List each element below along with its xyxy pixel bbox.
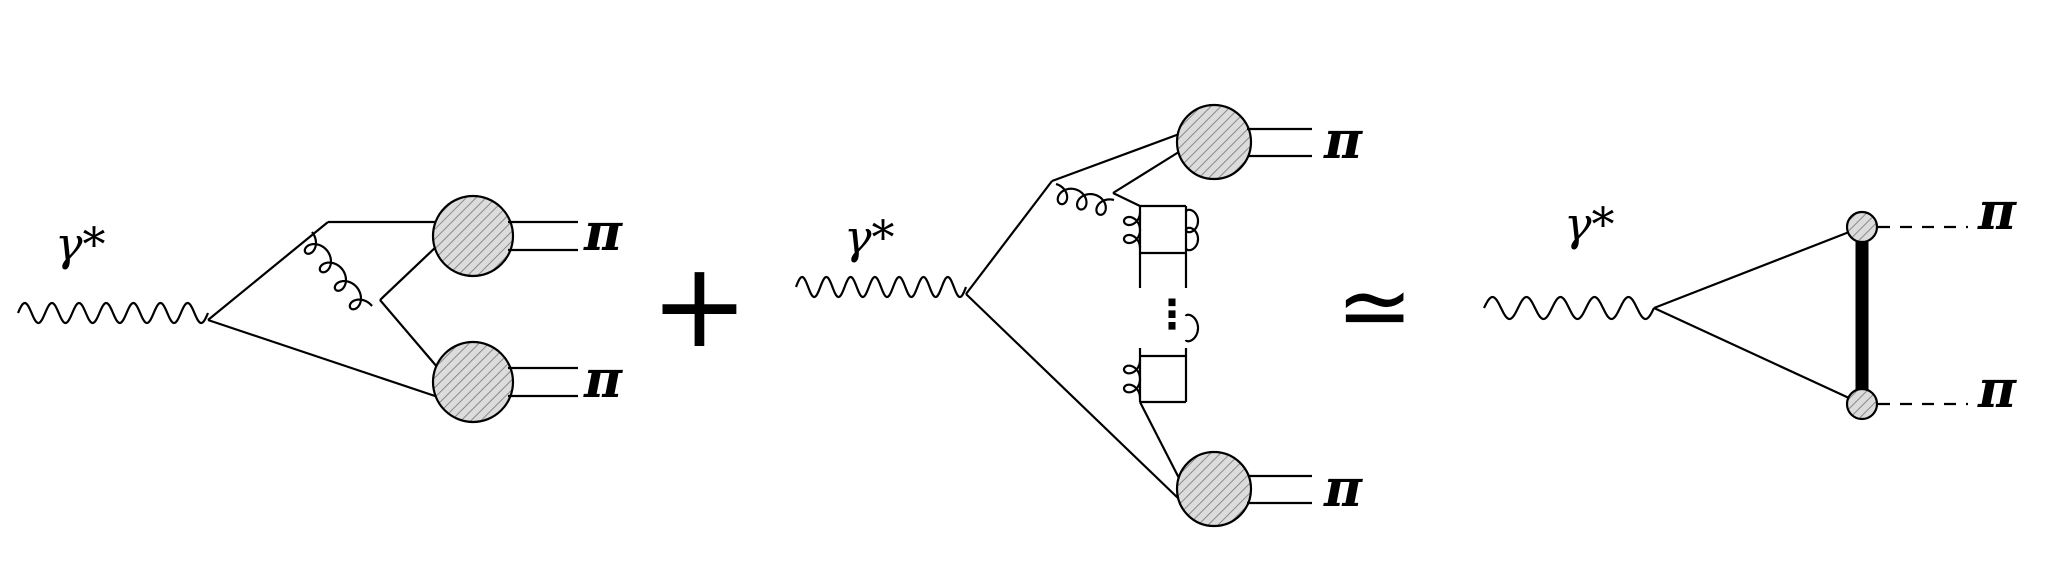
quark-line-2f [1139,401,1183,485]
quark-line-1e [379,299,439,369]
quark-line-1a [207,221,329,321]
ladder-dots: ⋮ [1152,292,1192,338]
plus-sign: + [650,236,749,374]
ladder-gluon-left-top [1122,212,1142,248]
ladder-gluon-right-top [1184,208,1200,252]
photon-line-1 [16,301,210,325]
quark-line-2a [965,180,1053,295]
gluon-line-2 [1055,182,1115,216]
hadron-blob-1-bottom [431,340,515,424]
ladder-gluon-right-bottom [1184,313,1200,343]
photon-label-1: γ* [55,217,106,271]
pion-label-3-bottom: π [1977,359,2017,420]
diagram-2 [794,103,1312,528]
pion-label-3-top: π [1977,181,2017,242]
photon-line-2 [794,275,968,299]
photon-label-3: γ* [1564,197,1615,251]
quark-line-1d [379,244,439,301]
pion-label-1-bottom: π [583,349,623,410]
pion-label-2-bottom: π [1323,458,1363,519]
ladder-gluon-left-bottom [1122,360,1142,398]
quark-line-1b [207,318,439,399]
hadron-blob-2-top [1175,103,1253,181]
pion-label-2-top: π [1323,110,1363,171]
diagram-1 [16,194,578,424]
pion-label-1-top: π [583,202,623,263]
vertex-blob-3-top [1845,210,1879,244]
hadron-blob-1-top [431,194,515,278]
quark-line-2b [1051,131,1183,183]
quark-line-2c [965,293,1181,501]
meson-line-3b [1653,307,1863,405]
hadron-blob-2-bottom [1175,450,1253,528]
photon-label-2: γ* [844,210,895,264]
quark-line-2e [1112,192,1141,207]
vertex-blob-3-bottom [1845,387,1879,421]
meson-line-3a [1653,225,1863,310]
photon-line-3 [1483,295,1655,321]
quark-line-2d [1112,149,1183,194]
diagram-3 [1483,210,1968,421]
approx-sign: ≃ [1336,253,1413,360]
gluon-line-1 [303,231,373,311]
